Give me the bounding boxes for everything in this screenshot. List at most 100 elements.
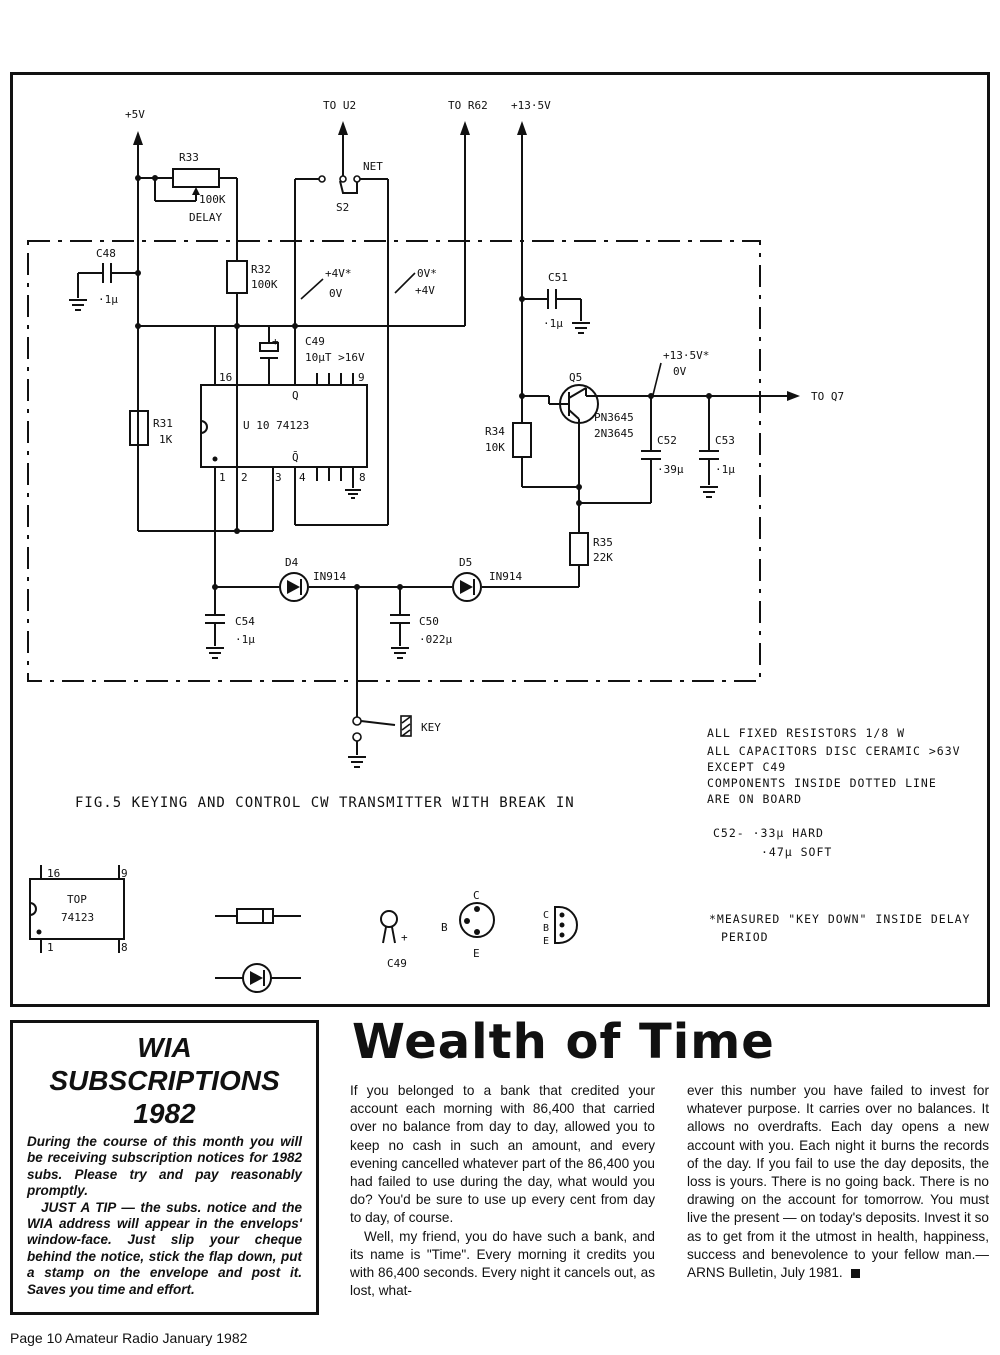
label-c53: C53 [715,434,735,447]
label-pin1: 1 [219,471,226,484]
label-m3b: 0V [673,365,687,378]
label-c49-pkg: C49 [387,957,407,970]
wia-subscriptions-box: WIA SUBSCRIPTIONS 1982 During the course… [10,1020,319,1315]
label-p16: 16 [47,867,60,880]
label-c52: C52 [657,434,677,447]
label-pn3645: PN3645 [594,411,634,424]
label-ic74123: 74123 [61,911,94,924]
article-column-1: If you belonged to a bank that credited … [350,1082,655,1300]
label-pin-b: B [441,921,448,934]
label-r31-val: 1K [159,433,173,446]
label-pin-e: E [473,947,480,960]
label-top: TOP [67,893,87,906]
label-c48-val: ·1µ [98,293,118,306]
schematic-frame: +5V R33 100K DELAY R32 100K C48 ·1µ + C4… [10,72,990,1007]
board-outline [27,240,761,682]
article-title: Wealth of Time [352,1014,775,1070]
label-p9: 9 [121,867,128,880]
label-r33-val: 100K [199,193,226,206]
label-c52-val: ·39µ [657,463,684,476]
label-pin4: 4 [299,471,306,484]
label-delay: DELAY [189,211,222,224]
label-r32: R32 [251,263,271,276]
u10-chip [200,384,368,468]
label-c50-val: ·022µ [419,633,452,646]
resistor-symbol [236,908,274,924]
label-m1b: 0V [329,287,343,300]
d4-diode [279,572,309,602]
label-c51: C51 [548,271,568,284]
article-column-2: ever this number you have failed to inve… [687,1082,989,1282]
schematic-diagram: +5V R33 100K DELAY R32 100K C48 ·1µ + C4… [27,99,970,993]
d5-diode [452,572,482,602]
measured-note-2: PERIOD [721,930,769,944]
c52-note-1: C52- ·33µ HARD [713,826,824,840]
label-r34-val: 10K [485,441,505,454]
transistor-plastic [554,906,578,944]
label-plus5v: +5V [125,108,145,121]
wia-title: WIA SUBSCRIPTIONS 1982 [27,1031,302,1130]
label-q: Q [292,389,299,402]
page-footer: Page 10 Amateur Radio January 1982 [10,1330,248,1346]
wia-body: During the course of this month you will… [27,1134,302,1298]
label-r35: R35 [593,536,613,549]
wia-paragraph-1: During the course of this month you will… [27,1134,302,1199]
label-c49-val: 10µT >16V [305,351,365,364]
label-pin-c: C [473,889,480,902]
measured-note-1: *MEASURED "KEY DOWN" INSIDE DELAY [709,912,970,926]
label-r33: R33 [179,151,199,164]
label-pin2: 2 [241,471,248,484]
note-line-3: EXCEPT C49 [707,760,786,774]
label-r35-val: 22K [593,551,613,564]
label-r32-val: 100K [251,278,278,291]
label-c54-val: ·1µ [235,633,255,646]
label-c48: C48 [96,247,116,260]
article-paragraph-2: Well, my friend, you do have such a bank… [350,1228,655,1299]
label-c49: C49 [305,335,325,348]
c52-note-2: ·47µ SOFT [761,845,832,859]
label-c53-val: ·1µ [715,463,735,476]
label-d5: D5 [459,556,472,569]
note-line-2: ALL CAPACITORS DISC CERAMIC >63V [707,744,961,758]
label-c50: C50 [419,615,439,628]
label-c54: C54 [235,615,255,628]
svg-text:B: B [543,923,549,934]
label-key: KEY [421,721,441,734]
label-q5: Q5 [569,371,582,384]
label-qbar: Q̄ [292,451,299,464]
label-m3a: +13·5V* [663,349,709,362]
label-m2a: 0V* [417,267,437,280]
label-c51-val: ·1µ [543,317,563,330]
label-p1: 1 [47,941,54,954]
note-line-1: ALL FIXED RESISTORS 1/8 W [707,726,905,740]
figure-caption: FIG.5 KEYING AND CONTROL CW TRANSMITTER … [75,795,575,811]
label-pin9: 9 [358,371,365,384]
wia-title-line-3: 1982 [133,1098,196,1129]
label-to-q7: TO Q7 [811,390,844,403]
transistor-can [459,902,495,938]
label-pin8: 8 [359,471,366,484]
label-pin16: 16 [219,371,232,384]
label-m1a: +4V* [325,267,352,280]
svg-text:+: + [272,335,279,348]
label-p8: 8 [121,941,128,954]
label-d5-val: IN914 [489,570,522,583]
c49-package [380,910,398,928]
note-line-5: ARE ON BOARD [707,792,802,806]
article-paragraph-1: If you belonged to a bank that credited … [350,1083,655,1226]
wia-paragraph-2: JUST A TIP — the subs. notice and the WI… [27,1199,302,1297]
label-plus135v: +13·5V [511,99,551,112]
label-d4: D4 [285,556,299,569]
label-u10: U 10 74123 [243,419,309,432]
label-pin3: 3 [275,471,282,484]
label-r34: R34 [485,425,505,438]
label-to-u2: TO U2 [323,99,356,112]
label-r31: R31 [153,417,173,430]
label-m2b: +4V [415,284,435,297]
end-mark-icon [850,1268,860,1278]
ic-pinout [29,878,125,940]
wia-title-line-1: WIA [137,1032,192,1063]
article-paragraph-3: ever this number you have failed to inve… [687,1083,989,1281]
label-s2: S2 [336,201,349,214]
wia-title-line-2: SUBSCRIPTIONS [49,1065,280,1096]
